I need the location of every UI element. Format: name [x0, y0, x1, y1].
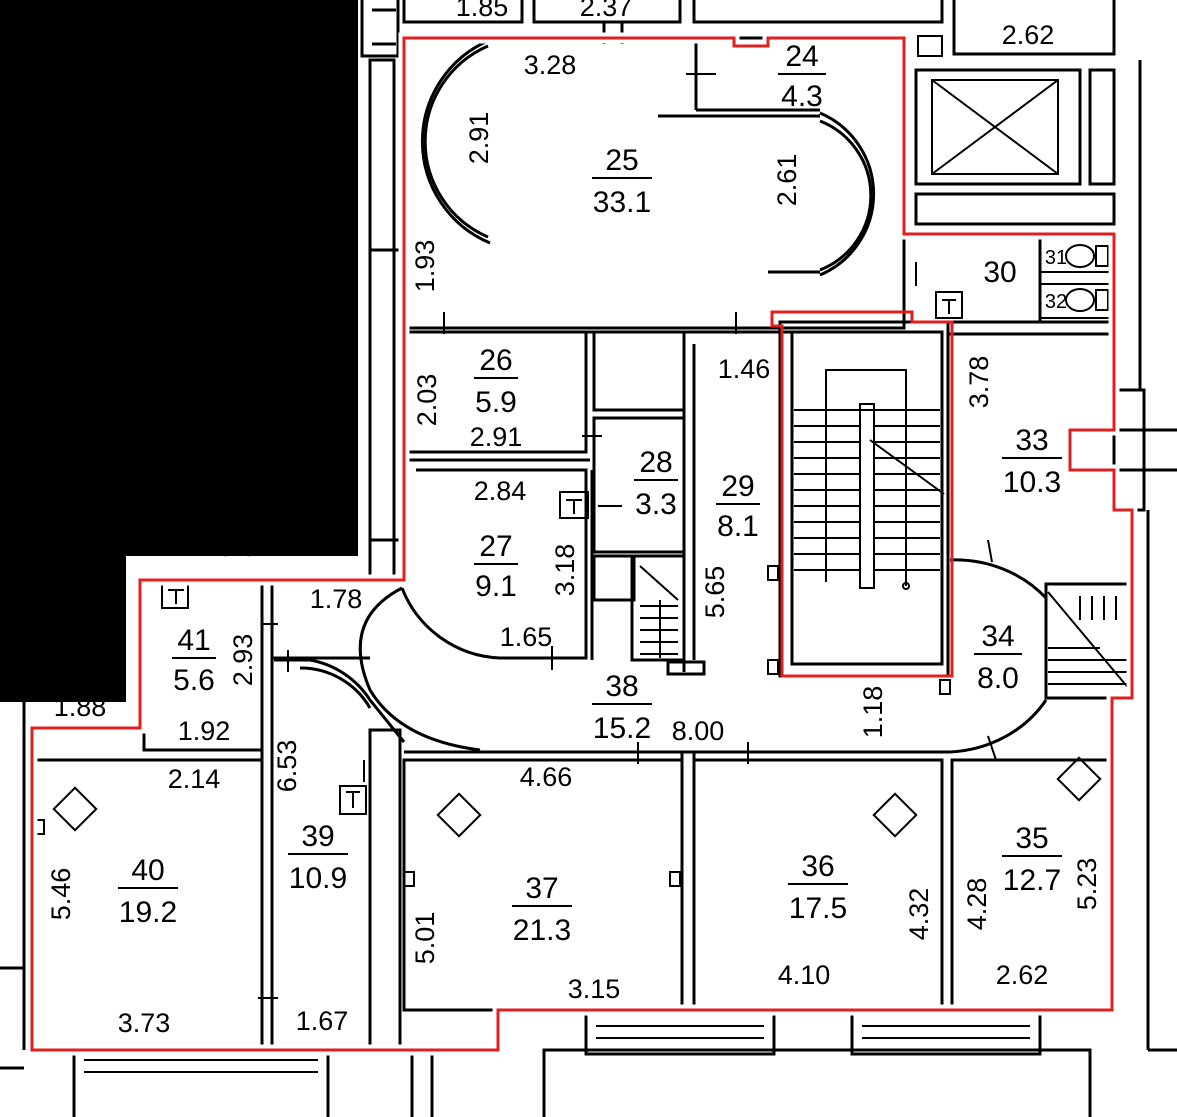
- svg-text:3.3: 3.3: [635, 488, 677, 521]
- svg-text:36: 36: [801, 850, 834, 883]
- dim-6-53: 6.53: [272, 740, 302, 793]
- room-label-30: 30: [983, 256, 1016, 289]
- room-label-36: 36 17.5: [788, 850, 848, 925]
- room-label-40: 40 19.2: [118, 854, 178, 929]
- svg-text:4.3: 4.3: [781, 80, 823, 113]
- svg-text:10.9: 10.9: [289, 862, 347, 895]
- dim-3-73: 3.73: [118, 1008, 171, 1038]
- room-label-25: 25 33.1: [592, 144, 652, 219]
- room-label-27: 27 9.1: [474, 530, 518, 603]
- svg-text:5.9: 5.9: [475, 386, 517, 419]
- svg-text:5.6: 5.6: [173, 664, 215, 697]
- dim-4-28: 4.28: [962, 878, 992, 931]
- dim-8-00: 8.00: [672, 716, 725, 746]
- dim-redacted-left: 1.88: [54, 692, 107, 722]
- room-label-24: 24 4.3: [778, 40, 826, 113]
- dim-2-37: 2.37: [580, 0, 633, 22]
- svg-text:8.0: 8.0: [977, 662, 1019, 695]
- svg-text:9.1: 9.1: [475, 570, 517, 603]
- dim-2-91-a: 2.91: [464, 112, 494, 165]
- svg-text:35: 35: [1015, 822, 1048, 855]
- svg-text:28: 28: [639, 446, 672, 479]
- svg-text:34: 34: [981, 620, 1014, 653]
- stair-boundary: [770, 310, 954, 678]
- room-label-35: 35 12.7: [1002, 822, 1062, 897]
- room-label-37: 37 21.3: [512, 872, 572, 947]
- svg-text:19.2: 19.2: [119, 896, 177, 929]
- svg-text:12.7: 12.7: [1003, 864, 1061, 897]
- dim-3-78: 3.78: [964, 356, 994, 409]
- dim-5-23: 5.23: [1072, 858, 1102, 911]
- room-label-29: 29 8.1: [716, 470, 760, 543]
- svg-text:27: 27: [479, 530, 512, 563]
- dim-2-62-top: 2.62: [1002, 20, 1055, 50]
- dim-1-92: 1.92: [178, 716, 231, 746]
- small-stairs-icon: [639, 565, 679, 658]
- svg-text:24: 24: [785, 40, 818, 73]
- dim-2-14: 2.14: [168, 764, 221, 794]
- dim-2-91-b: 2.91: [470, 422, 523, 452]
- room-label-33: 33 10.3: [1002, 424, 1062, 499]
- svg-text:21.3: 21.3: [513, 914, 571, 947]
- door-ticks: [258, 64, 997, 999]
- svg-text:37: 37: [525, 872, 558, 905]
- dim-3-15: 3.15: [568, 974, 621, 1004]
- dim-1-18: 1.18: [858, 686, 888, 739]
- dim-2-93: 2.93: [228, 634, 258, 687]
- room-label-28: 28 3.3: [634, 446, 678, 521]
- dim-5-46: 5.46: [46, 868, 76, 921]
- dim-3-28: 3.28: [524, 50, 577, 80]
- svg-text:30: 30: [983, 256, 1016, 289]
- svg-text:40: 40: [131, 854, 164, 887]
- dim-2-61: 2.61: [772, 154, 802, 207]
- unit-boundary: [30, 36, 1134, 1052]
- svg-text:25: 25: [605, 144, 638, 177]
- dim-3-18: 3.18: [550, 544, 580, 597]
- socket-icons: [35, 299, 1102, 887]
- elevator-shaft-icon: [914, 68, 1116, 226]
- svg-text:8.1: 8.1: [717, 510, 759, 543]
- svg-text:10.3: 10.3: [1003, 466, 1061, 499]
- toilet-icon: [1065, 244, 1109, 312]
- svg-text:39: 39: [301, 820, 334, 853]
- svg-text:29: 29: [721, 470, 754, 503]
- wc-label-31: 31: [1045, 247, 1067, 269]
- dim-4-10: 4.10: [778, 960, 831, 990]
- dim-5-01: 5.01: [410, 912, 440, 965]
- room-label-26: 26 5.9: [474, 344, 518, 419]
- dim-2-62-bottom: 2.62: [996, 960, 1049, 990]
- dim-2-03: 2.03: [412, 374, 442, 427]
- svg-text:26: 26: [479, 344, 512, 377]
- room-label-39: 39 10.9: [288, 820, 348, 895]
- dim-1-93: 1.93: [410, 240, 440, 293]
- svg-text:33: 33: [1015, 424, 1048, 457]
- dim-1-78: 1.78: [310, 584, 363, 614]
- dim-5-65: 5.65: [700, 566, 730, 619]
- dim-redacted-top: 5.52: [219, 532, 272, 562]
- stairs-34-icon: [1047, 591, 1131, 691]
- svg-text:15.2: 15.2: [593, 712, 651, 745]
- room-label-38: 38 15.2: [592, 670, 652, 745]
- wc-label-32: 32: [1045, 291, 1067, 313]
- top-neighbour-walls: [360, 0, 1116, 58]
- dim-1-67: 1.67: [296, 1006, 349, 1036]
- room-label-41: 41 5.6: [172, 624, 216, 697]
- svg-text:17.5: 17.5: [789, 892, 847, 925]
- dim-1-46: 1.46: [718, 354, 771, 384]
- svg-text:33.1: 33.1: [593, 186, 651, 219]
- redaction-block: 5.52 1.88: [0, 0, 358, 722]
- dim-4-66: 4.66: [520, 762, 573, 792]
- dim-4-32: 4.32: [904, 888, 934, 941]
- main-stairs-icon: [794, 369, 945, 590]
- dim-1-65: 1.65: [500, 622, 553, 652]
- room-label-34: 34 8.0: [974, 620, 1022, 695]
- dim-1-85: 1.85: [456, 0, 509, 22]
- svg-text:38: 38: [605, 670, 638, 703]
- svg-text:41: 41: [177, 624, 210, 657]
- dim-2-84: 2.84: [474, 476, 527, 506]
